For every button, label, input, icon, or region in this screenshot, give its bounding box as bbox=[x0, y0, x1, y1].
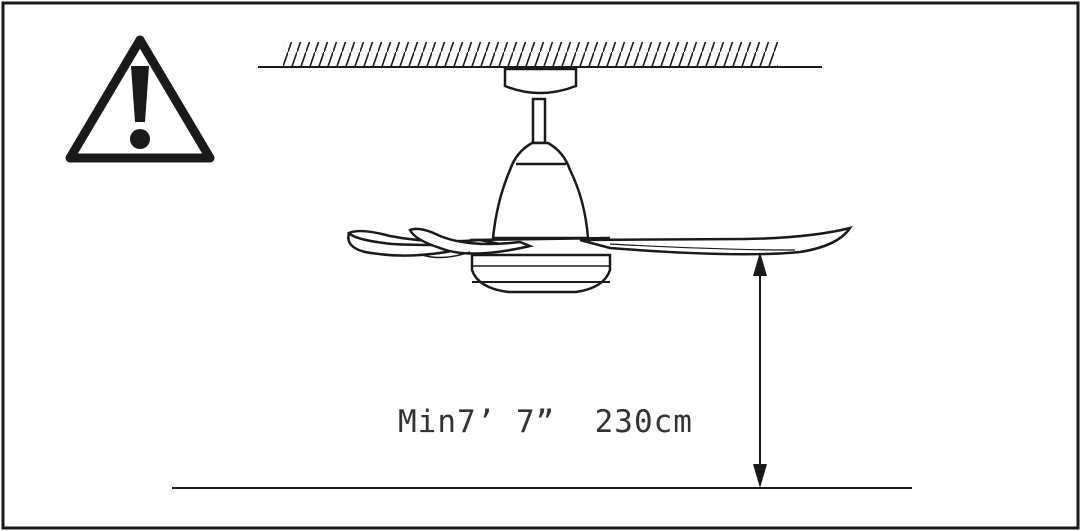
fan-downrod bbox=[531, 97, 547, 145]
ceiling bbox=[258, 42, 822, 68]
warning-triangle-icon bbox=[65, 35, 215, 163]
clearance-label: Min7’ 7” 230cm bbox=[398, 404, 693, 440]
fan-canopy bbox=[503, 67, 578, 95]
fan-blade-right bbox=[579, 226, 853, 256]
fan-light-kit bbox=[470, 253, 612, 294]
clearance-dimension-arrow bbox=[753, 252, 767, 488]
fan-motor-housing bbox=[491, 141, 590, 240]
ceiling-fan bbox=[346, 67, 853, 294]
fan-blade-hub bbox=[469, 236, 611, 242]
